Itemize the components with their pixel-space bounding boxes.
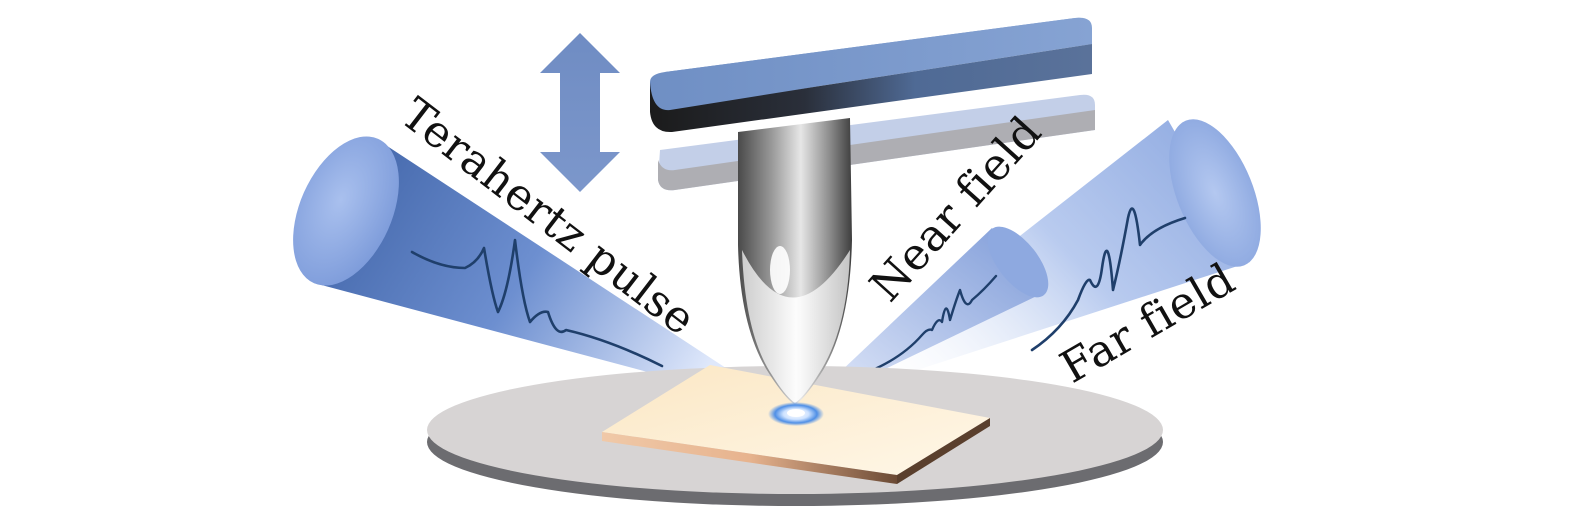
vertical-double-arrow-icon <box>540 33 620 192</box>
incident-beam-cap <box>293 136 399 286</box>
incident-terahertz-beam <box>293 136 790 410</box>
afm-tip <box>738 118 852 405</box>
cantilever <box>650 17 1092 133</box>
far-field-beam-cap <box>1169 119 1261 267</box>
near-field-beam <box>800 226 1049 410</box>
terahertz-waveform <box>410 238 664 368</box>
tip-apex-glow <box>768 402 824 426</box>
far-field-waveform <box>1030 207 1187 352</box>
near-field-beam-cap <box>987 226 1049 298</box>
near-field-waveform <box>866 274 998 374</box>
